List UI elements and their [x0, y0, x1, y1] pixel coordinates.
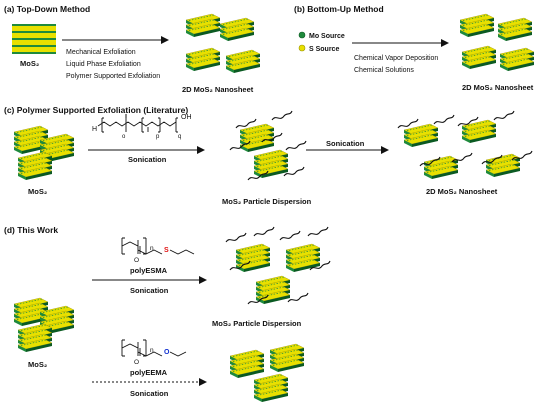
polyeema-oxygen-atom: O	[164, 349, 170, 356]
panel-d-dispersion	[225, 226, 331, 305]
panel-d-eema-particles	[230, 344, 304, 402]
panel-a-method-2: Liquid Phase Exfoliation	[66, 61, 141, 68]
panel-c-product-label: 2D MoS₂ Nanosheet	[426, 187, 498, 196]
panel-b: (b) Bottom-Up Method Mo Source S Source …	[294, 4, 534, 92]
panel-a-method-3: Polymer Supported Exfoliation	[66, 73, 160, 80]
panel-c-nanosheets	[397, 110, 533, 179]
panel-b-title: (b) Bottom-Up Method	[294, 4, 384, 14]
subscript-o: o	[122, 134, 126, 140]
panel-a-bulk-label: MoS₂	[20, 59, 39, 68]
polyesma-structure: O n S	[121, 237, 195, 264]
polyeema-carbonyl-o: O	[134, 359, 139, 366]
panel-d-title: (d) This Work	[4, 225, 58, 235]
subscript-q: q	[178, 134, 181, 140]
panel-c-dispersion-label: MoS₂ Particle Dispersion	[222, 197, 312, 206]
panel-d: (d) This Work MoS₂ O n S polyESMA Sonica…	[4, 225, 331, 402]
panel-a-method-1: Mechanical Exfoliation	[66, 49, 136, 56]
panel-c-step-2: Sonication	[326, 139, 365, 148]
panel-b-nanosheets	[460, 14, 534, 71]
legend-s-source: S Source	[309, 46, 339, 53]
panel-c-dispersion	[229, 110, 307, 181]
polyesma-subscript-n: n	[150, 245, 154, 252]
panel-d-step-esma: Sonication	[130, 286, 169, 295]
end-group-oh: OH	[181, 114, 192, 121]
s-source-dot	[298, 44, 306, 52]
polyesma-name: polyESMA	[130, 266, 168, 275]
mo-source-dot	[298, 31, 306, 39]
panel-d-dispersion-label: MoS₂ Particle Dispersion	[212, 319, 302, 328]
polyeema-subscript-n: n	[150, 347, 154, 354]
panel-c: (c) Polymer Supported Exfoliation (Liter…	[4, 105, 533, 206]
panel-c-bulk-label: MoS₂	[28, 187, 47, 196]
panel-a-product-label: 2D MoS₂ Nanosheet	[182, 85, 254, 94]
polyesma-sulfur-atom: S	[164, 247, 169, 254]
polyesma-carbonyl-o: O	[134, 257, 139, 264]
panel-c-title: (c) Polymer Supported Exfoliation (Liter…	[4, 105, 188, 115]
panel-d-bulk-label: MoS₂	[28, 360, 47, 369]
polyeema-name: polyEEMA	[130, 368, 168, 377]
legend-mo-source: Mo Source	[309, 33, 345, 40]
panel-d-step-eema: Sonication	[130, 389, 169, 398]
panel-c-step-1: Sonication	[128, 155, 167, 164]
panel-b-method-2: Chemical Solutions	[354, 67, 414, 74]
panel-c-bulk-mos2	[14, 126, 74, 180]
panel-a: (a) Top-Down Method MoS₂ Mechanical Exfo…	[4, 4, 260, 94]
panel-b-product-label: 2D MoS₂ Nanosheet	[462, 83, 534, 92]
panel-a-title: (a) Top-Down Method	[4, 4, 90, 14]
pluronic-structure: H OH o p q	[92, 114, 192, 140]
end-group-h: H	[92, 126, 97, 133]
panel-d-bulk-mos2	[14, 298, 74, 352]
subscript-p: p	[156, 134, 160, 140]
bulk-mos2-block	[12, 24, 56, 54]
panel-b-method-1: Chemical Vapor Deposition	[354, 55, 438, 62]
polyeema-structure: O n O	[121, 339, 187, 366]
panel-a-nanosheets	[186, 14, 260, 73]
